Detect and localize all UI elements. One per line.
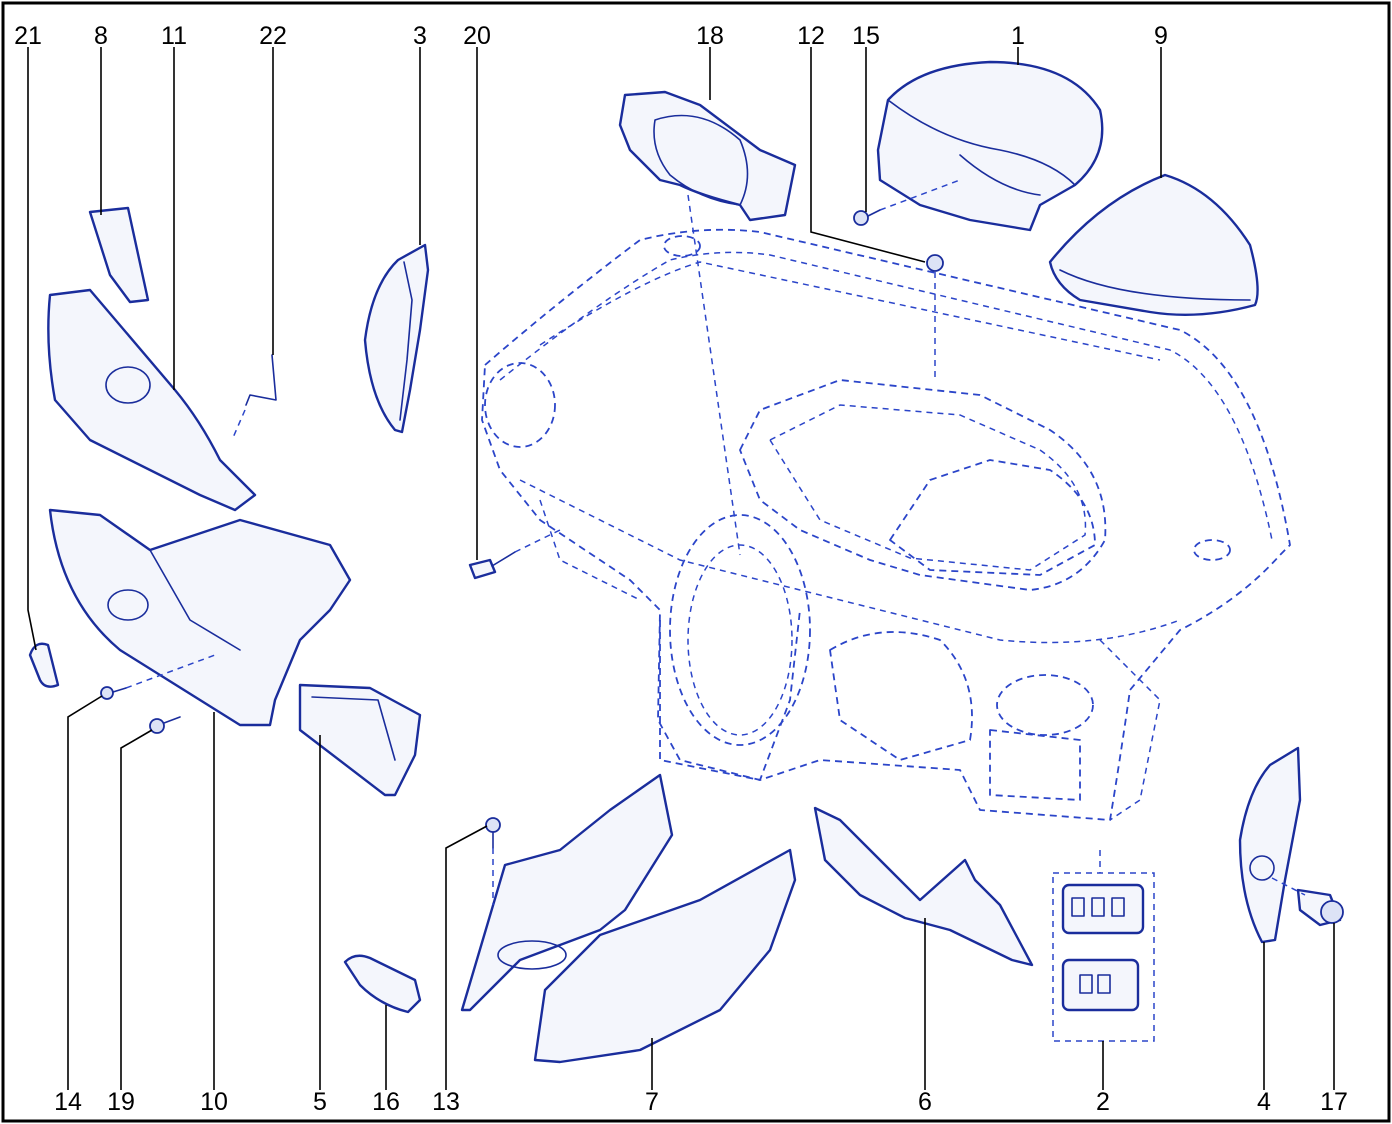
part-10-glovebox-body (48, 508, 352, 727)
part-3-side-trim (363, 243, 430, 434)
callout-13: 13 (432, 1088, 460, 1116)
callout-5: 5 (313, 1088, 327, 1116)
callout-11: 11 (161, 22, 187, 50)
part-7-center-console (460, 773, 797, 1064)
part-13-screw (485, 817, 501, 849)
speaker-grille-right (1193, 539, 1231, 561)
dashboard-outline (481, 228, 1291, 821)
part-18-instrument-surround (618, 90, 797, 222)
callout-1: 1 (1011, 22, 1025, 50)
cluster-opening (669, 514, 811, 746)
part-21-clip (28, 642, 60, 688)
speaker-grille-left (663, 235, 701, 257)
callout-15: 15 (852, 22, 880, 50)
callout-4: 4 (1257, 1088, 1271, 1116)
part-2-switch-panels (1052, 872, 1155, 1042)
callout-14: 14 (54, 1088, 82, 1116)
callout-22: 22 (259, 22, 287, 50)
callout-16: 16 (372, 1088, 400, 1116)
part-20-bolt (468, 551, 516, 580)
callout-labels-bottom: 14 19 10 5 16 13 7 6 2 4 17 (54, 1088, 1348, 1116)
callout-21: 21 (14, 22, 42, 50)
callout-9: 9 (1154, 22, 1168, 50)
part-6-lower-trim (813, 806, 1034, 967)
part-8-small-cover (88, 206, 150, 304)
part-19-screw (149, 716, 181, 734)
callout-7: 7 (645, 1088, 659, 1116)
part-12-cap (926, 254, 944, 272)
part-16-mat (343, 954, 422, 1014)
callout-6: 6 (918, 1088, 932, 1116)
callout-18: 18 (696, 22, 724, 50)
part-17-plug (1296, 888, 1344, 927)
glovebox-opening (829, 631, 973, 761)
callout-2: 2 (1096, 1088, 1110, 1116)
callout-10: 10 (200, 1088, 228, 1116)
callout-12: 12 (797, 22, 825, 50)
left-vent-outline (484, 362, 556, 448)
part-11-glovebox-lid (47, 288, 257, 512)
callout-20: 20 (463, 22, 491, 50)
part-1-top-storage-lid (876, 60, 1104, 232)
callout-19: 19 (107, 1088, 135, 1116)
part-9-cover-panel (1048, 173, 1259, 316)
part-14-screw (100, 686, 127, 700)
right-vent-outline (996, 674, 1094, 736)
part-4-side-panel (1238, 746, 1302, 944)
callout-3: 3 (413, 22, 427, 50)
part-22-latch-rod (231, 354, 277, 441)
assembly-guides (125, 179, 1306, 905)
callout-labels-top: 21 8 11 22 3 20 18 12 15 1 9 (14, 22, 1168, 50)
leader-lines (27, 47, 1335, 1090)
callout-8: 8 (94, 22, 108, 50)
part-15-screw (853, 209, 881, 226)
callout-17: 17 (1320, 1088, 1348, 1116)
part-5-pocket (298, 683, 422, 797)
